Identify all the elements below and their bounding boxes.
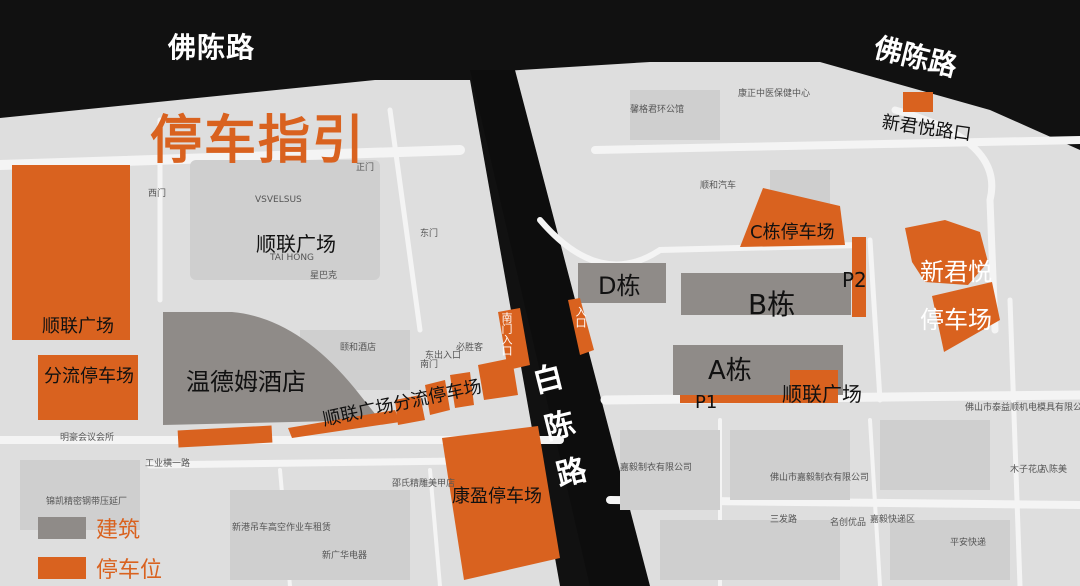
- poi-label: 佛山市嘉毅制衣有限公司: [770, 473, 870, 483]
- poi-label: 东出入口: [425, 351, 462, 361]
- label-xinjunyue-lot: 新君悦停车场: [920, 248, 1000, 344]
- parking-shunlian-right-strip[interactable]: [790, 370, 838, 403]
- poi-label: 八陈美: [1040, 465, 1068, 475]
- parking-strip-4[interactable]: [425, 380, 450, 415]
- label-d-block: D栋: [598, 272, 641, 300]
- legend-swatch-parking: [38, 557, 86, 579]
- parking-xinjunyue-top[interactable]: [905, 220, 988, 285]
- label-p1: P1: [695, 392, 718, 413]
- poi-label: 工业横一路: [145, 459, 191, 469]
- page-title: 停车指引: [150, 111, 367, 171]
- label-kangying: 康盈停车场: [452, 486, 542, 507]
- poi-label: 西门: [148, 189, 167, 199]
- label-fenliu-left: 分流停车场: [44, 366, 134, 387]
- poi-label: 佛山市泰益顺机电模具有限公司: [965, 403, 1080, 413]
- poi-label: 南门: [420, 360, 439, 370]
- parking-strip-5[interactable]: [450, 372, 474, 408]
- poi-label: 明豪会议会所: [60, 433, 115, 443]
- building-d-block[interactable]: [578, 263, 666, 303]
- legend-item-building: 建筑: [38, 512, 162, 544]
- poi-label: 名创优品: [830, 518, 867, 528]
- legend-label-building: 建筑: [96, 518, 141, 543]
- label-wendem-hotel: 温德姆酒店: [186, 368, 306, 396]
- parking-p1-strip[interactable]: [680, 395, 790, 403]
- poi-label: 嘉毅制衣有限公司: [620, 463, 693, 473]
- parking-shunlian-left[interactable]: [12, 165, 130, 340]
- parking-small-entrance[interactable]: [568, 298, 594, 355]
- poi-label: 平安快递: [950, 538, 987, 548]
- baichen-road: [470, 70, 650, 586]
- legend-swatch-building: [38, 517, 86, 539]
- poi-label: 正门: [356, 163, 375, 173]
- parking-fenliu-left[interactable]: [38, 355, 138, 420]
- parking-xinjunyue-bottom[interactable]: [932, 282, 1000, 352]
- label-small-entrance: 入口: [574, 306, 587, 328]
- legend-label-parking: 停车位: [96, 558, 163, 583]
- poi-label: 新广华电器: [322, 551, 368, 561]
- label-b-block: B栋: [748, 288, 796, 321]
- poi-label: 东门: [420, 229, 439, 239]
- poi-label: 馨格君环公馆: [630, 105, 685, 115]
- label-c-block-parking: C栋停车场: [750, 222, 835, 243]
- poi-label: 三发路: [770, 515, 798, 525]
- parking-c-block[interactable]: [740, 188, 845, 247]
- building-b-block[interactable]: [681, 273, 851, 315]
- legend: 建筑 停车位: [38, 512, 162, 584]
- poi-label: 颐和酒店: [340, 343, 377, 353]
- poi-label: 木子花店: [1010, 465, 1047, 475]
- label-p2: P2: [842, 268, 867, 292]
- poi-label: 必胜客: [456, 343, 484, 353]
- legend-item-parking: 停车位: [38, 552, 162, 584]
- label-shunlian-square: 顺联广场: [256, 232, 336, 256]
- parking-strip-3[interactable]: [395, 395, 425, 425]
- label-a-block: A栋: [708, 356, 752, 386]
- poi-label: 嘉毅快递区: [870, 515, 916, 525]
- label-shunlian-left: 顺联广场: [42, 316, 114, 337]
- parking-strip-2[interactable]: [288, 410, 400, 438]
- label-xinjunyue-lot-text: 新君悦停车场: [920, 258, 992, 334]
- poi-label: 邵氏精雕美甲店: [392, 479, 456, 489]
- poi-label: 星巴克: [310, 271, 338, 281]
- poi-label: 康正中医保健中心: [738, 89, 811, 99]
- poi-label: TAI HONG: [270, 253, 315, 263]
- road-label-foshen-left: 佛陈路: [168, 31, 256, 64]
- parking-south-entrance[interactable]: [498, 308, 530, 370]
- parking-strip-1[interactable]: [177, 425, 273, 448]
- label-south-entrance: 南门入口: [500, 312, 513, 356]
- building-wendem-hotel[interactable]: [163, 312, 380, 425]
- label-shunlian-right: 顺联广场: [782, 382, 862, 406]
- parking-xinjunyue-gate[interactable]: [903, 92, 933, 112]
- poi-label: 顺和汽车: [700, 181, 737, 191]
- parking-p2[interactable]: [852, 237, 866, 317]
- parking-kangying[interactable]: [442, 426, 560, 580]
- poi-label: 新港吊车高空作业车租赁: [232, 523, 332, 533]
- poi-label: VSVELSUS: [255, 195, 302, 205]
- poi-label: 锦凯精密钢带压延厂: [46, 497, 128, 507]
